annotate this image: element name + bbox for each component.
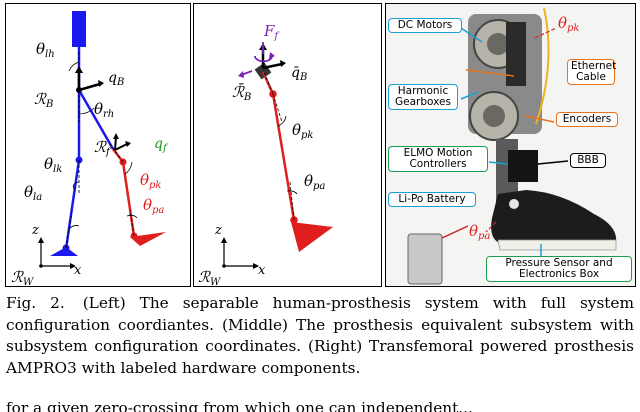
theta-rh-label: θrh — [94, 100, 114, 120]
lipo-battery-label: Li-Po Battery — [388, 192, 476, 207]
socket-frame-z-axis — [114, 136, 117, 151]
right-panel-photo: θpk θpa DC Motors Ethernet Cable Harmoni… — [385, 3, 636, 287]
theta-pa-label: θpa — [143, 196, 164, 216]
prosthesis-subsystem-diagram: Ff q̄B ℛ̄B θpk θpa z x ℛW — [198, 22, 333, 287]
socket-frame-x-axis — [114, 143, 128, 151]
shoe — [491, 190, 617, 244]
elmo-controllers-label: ELMO Motion Controllers — [388, 146, 488, 172]
figure-caption: Fig. 2.(Left) The separable human-prosth… — [6, 293, 634, 379]
theta-pk-guide — [534, 27, 557, 39]
theta-pk-label: θpk — [140, 171, 162, 191]
bbb-box — [508, 150, 538, 182]
torso-block — [72, 11, 86, 47]
socket-x-axis — [262, 62, 283, 70]
r-b-bar-label: ℛ̄B — [232, 82, 251, 103]
bbb-label: BBB — [570, 153, 606, 168]
trailing-body-text: for a given zero-crossing from which one… — [6, 399, 473, 412]
force-f-label: Ff — [263, 22, 280, 42]
world-z-label: z — [214, 223, 222, 238]
theta-pk-arc — [277, 115, 287, 127]
theta-la-label: θla — [24, 183, 42, 203]
r-w-label: ℛW — [198, 268, 221, 287]
residual-limb — [77, 89, 115, 150]
r-f-label: ℛf — [94, 138, 112, 158]
human-foot — [50, 247, 78, 256]
harmonic-gearboxes-label: Harmonic Gearboxes — [388, 84, 458, 110]
left-panel: θlh qB ℛB θrh ℛf qf θlk θpk θla θpa z x … — [5, 3, 191, 287]
world-x-label: x — [74, 263, 82, 278]
r-w-label: ℛW — [11, 268, 34, 287]
theta-pa-label: θpa — [304, 172, 325, 192]
theta-pk-label: θpk — [292, 121, 314, 141]
theta-lk-label: θlk — [44, 155, 62, 175]
theta-pa-label: θpa — [469, 222, 490, 242]
theta-pk-arc — [124, 161, 133, 175]
theta-la-arc — [68, 225, 80, 230]
r-b-label: ℛB — [34, 90, 53, 110]
prosthesis-link — [271, 93, 296, 221]
theta-lh-arc — [68, 61, 80, 72]
theta-pa-guide — [485, 221, 497, 233]
q-b-bar-label: q̄B — [291, 65, 307, 83]
theta-pa-arc — [126, 214, 138, 219]
hip-frame-x-axis — [78, 82, 101, 92]
figure-number: Fig. 2. — [6, 294, 65, 312]
ethernet-cable-label: Ethernet Cable — [567, 59, 616, 85]
human-prosthesis-diagram: θlh qB ℛB θrh ℛf qf θlk θpk θla θpa z x … — [11, 11, 169, 287]
encoders-label: Encoders — [556, 112, 618, 127]
prosthesis-foot — [291, 222, 333, 252]
q-b-label: qB — [108, 70, 124, 88]
theta-rh-arc — [78, 107, 95, 115]
theta-lh-label: θlh — [36, 40, 55, 60]
ampro3-hardware-photo: θpk θpa — [386, 4, 635, 286]
ethernet-cable-line — [535, 7, 550, 125]
shoe-sole — [497, 239, 617, 251]
theta-pa-arc — [286, 190, 298, 195]
q-f-label: qf — [154, 136, 169, 154]
theta-lk-arc — [72, 181, 80, 191]
middle-panel: Ff q̄B ℛ̄B θpk θpa z x ℛW — [193, 3, 382, 287]
dc-motors-label: DC Motors — [388, 18, 462, 33]
prosthesis-foot — [130, 232, 166, 246]
world-x-label: x — [258, 263, 266, 278]
theta-pk-label: θpk — [558, 14, 580, 34]
battery-pack — [407, 233, 443, 285]
world-z-label: z — [31, 223, 39, 238]
caption-text: (Left) The separable human-prosthesis sy… — [6, 294, 634, 377]
pressure-sensor-label: Pressure Sensor and Electronics Box — [486, 256, 632, 282]
human-shank — [64, 159, 81, 250]
motor-housing — [506, 22, 526, 86]
